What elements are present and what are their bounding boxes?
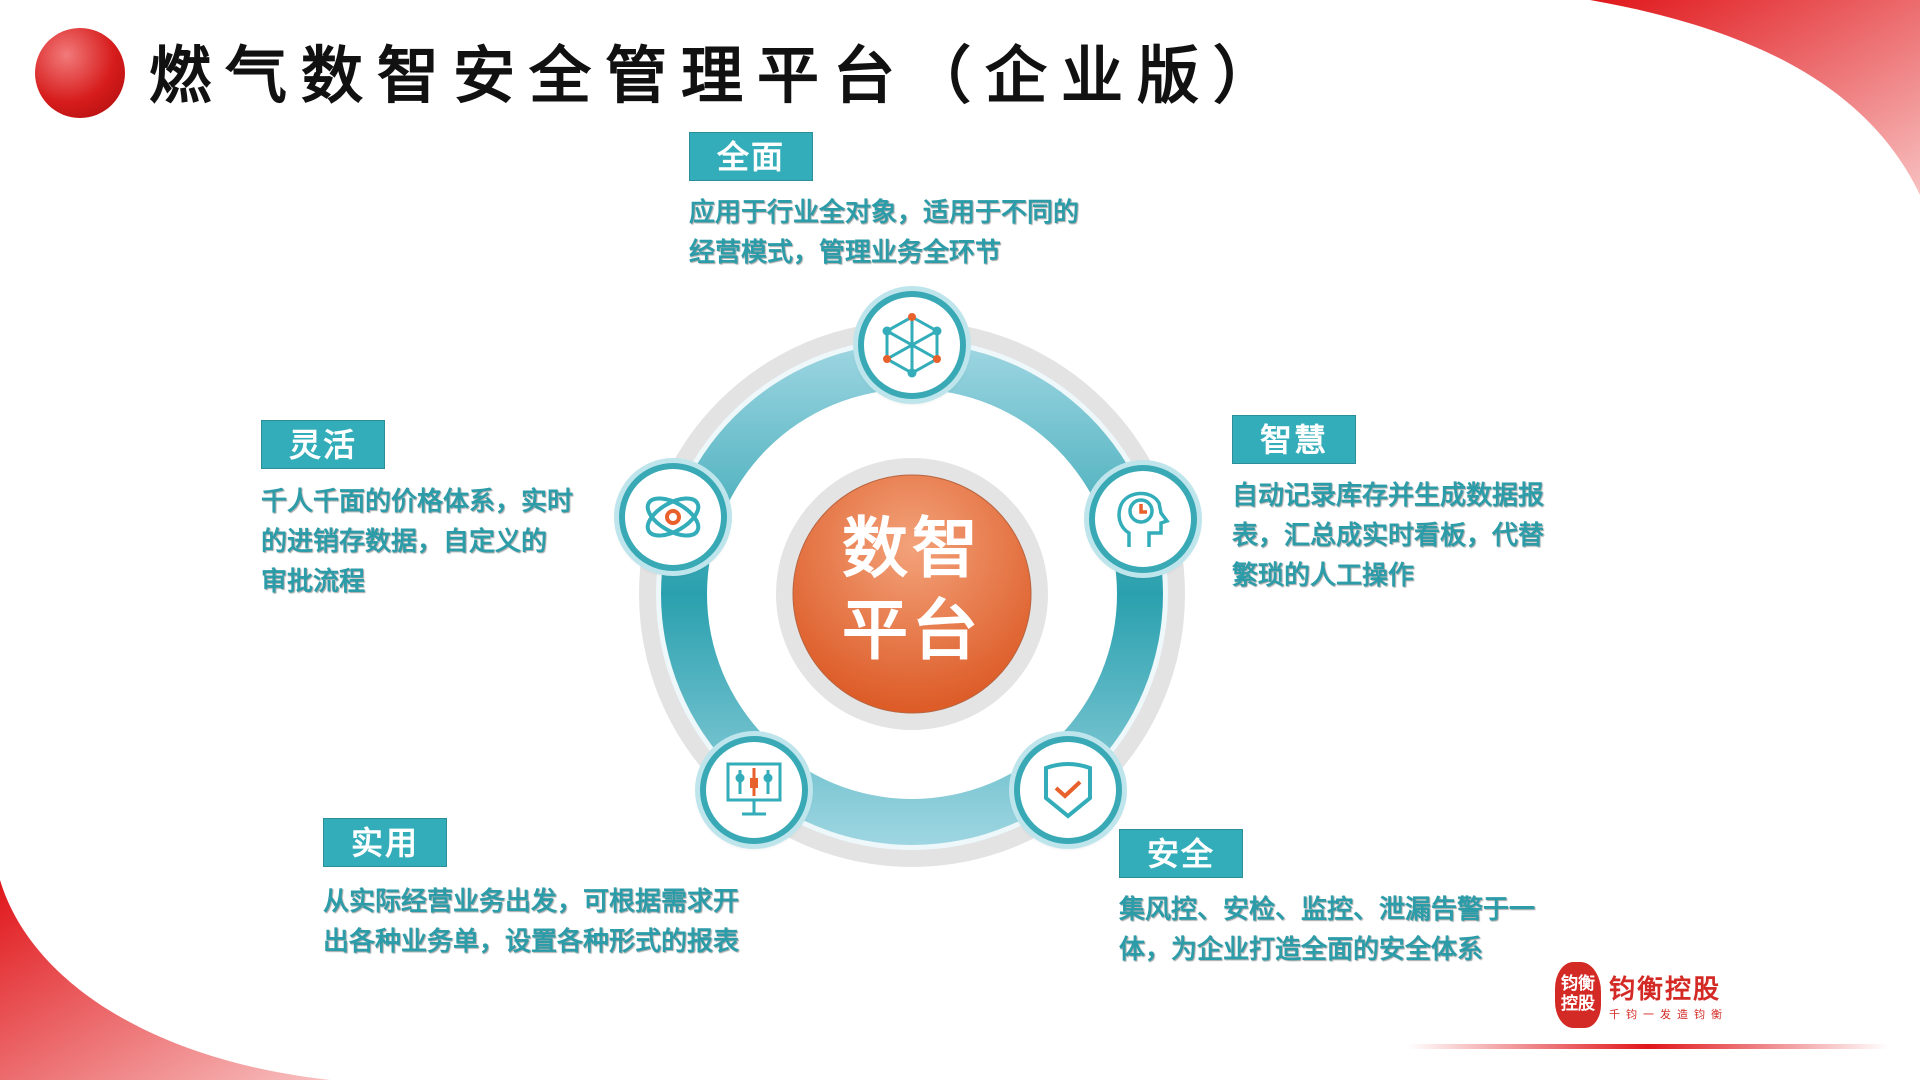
feature-desc-comprehensive: 应用于行业全对象，适用于不同的 经营模式，管理业务全环节: [689, 193, 1079, 273]
desc-line: 出各种业务单，设置各种形式的报表: [323, 927, 740, 957]
company-logo: 钧衡控股 钧衡控股 千钧一发造钧衡: [1555, 961, 1745, 1029]
desc-line: 的进销存数据，自定义的: [261, 527, 548, 557]
feature-label-smart: 智慧: [1232, 415, 1356, 464]
desc-line: 应用于行业全对象，适用于不同的: [689, 198, 1080, 228]
desc-line: 经营模式，管理业务全环节: [689, 238, 1002, 268]
logo-name: 钧衡控股: [1609, 974, 1722, 1005]
page-title: 燃气数智安全管理平台（企业版）: [149, 39, 1290, 112]
feature-desc-smart: 自动记录库存并生成数据报 表，汇总成实时看板，代替 繁琐的人工操作: [1232, 476, 1544, 596]
head-clock-icon: [1117, 491, 1170, 547]
feature-label-safe: 安全: [1119, 829, 1243, 878]
node-practical[interactable]: [700, 736, 808, 844]
shield-check-icon: [1044, 762, 1092, 819]
desc-line: 集风控、安检、监控、泄漏告警于一: [1119, 895, 1536, 925]
node-flexible[interactable]: [619, 463, 727, 571]
feature-label-practical: 实用: [323, 818, 447, 867]
center-line-1: 数智: [842, 510, 982, 587]
logo-seal: 钧衡控股: [1555, 962, 1601, 1028]
network-cube-icon: [882, 313, 942, 378]
title-bullet: [35, 28, 125, 118]
node-comprehensive[interactable]: [858, 291, 966, 399]
feature-label-flexible: 灵活: [261, 420, 385, 469]
node-smart[interactable]: [1089, 465, 1197, 573]
desc-line: 体，为企业打造全面的安全体系: [1119, 935, 1484, 965]
logo-seal-text: 钧衡控股: [1561, 974, 1595, 1014]
center-title: 数智 平台: [812, 508, 1012, 672]
desc-line: 千人千面的价格体系，实时: [261, 487, 574, 517]
center-line-2: 平台: [842, 592, 982, 669]
desc-line: 审批流程: [261, 567, 366, 597]
node-safe[interactable]: [1014, 736, 1122, 844]
monitor-sliders-icon: [726, 762, 782, 816]
atom-icon: [645, 496, 701, 538]
logo-slogan: 千钧一发造钧衡: [1609, 1007, 1728, 1021]
feature-desc-flexible: 千人千面的价格体系，实时 的进销存数据，自定义的 审批流程: [261, 482, 573, 602]
feature-desc-safe: 集风控、安检、监控、泄漏告警于一 体，为企业打造全面的安全体系: [1119, 890, 1535, 970]
desc-line: 表，汇总成实时看板，代替: [1232, 521, 1545, 551]
feature-label-comprehensive: 全面: [689, 132, 813, 181]
desc-line: 自动记录库存并生成数据报: [1232, 481, 1545, 511]
center-orb: [792, 474, 1032, 714]
feature-desc-practical: 从实际经营业务出发，可根据需求开 出各种业务单，设置各种形式的报表: [323, 882, 739, 962]
desc-line: 从实际经营业务出发，可根据需求开: [323, 887, 740, 917]
desc-line: 繁琐的人工操作: [1232, 561, 1415, 591]
